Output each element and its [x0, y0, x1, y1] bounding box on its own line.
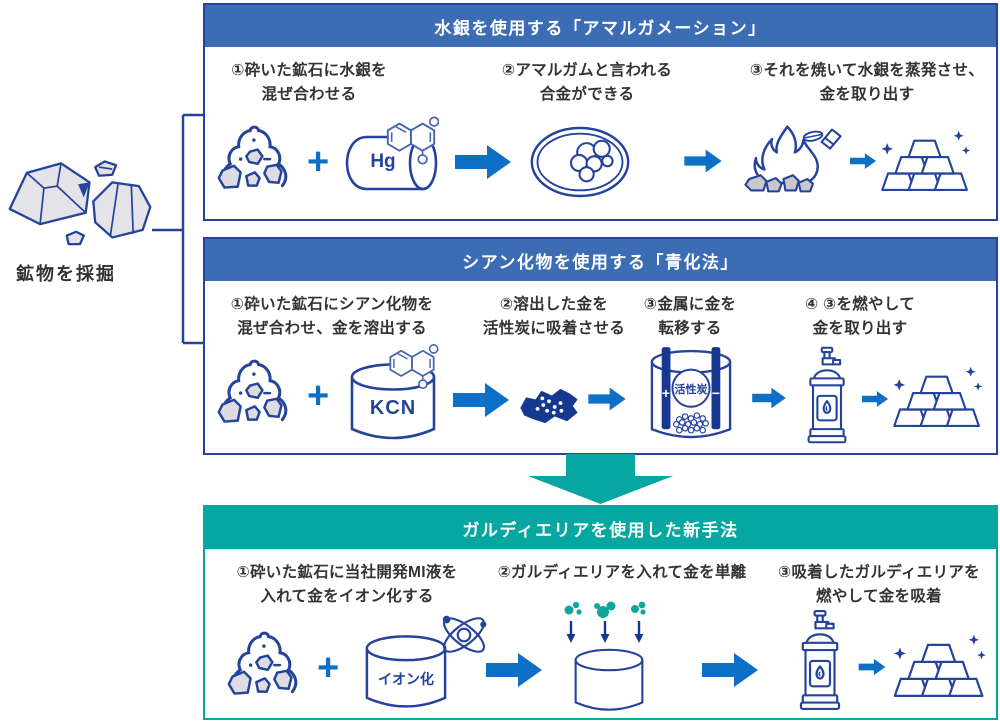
flow-arrow-icon — [849, 151, 877, 171]
step-caption: ①砕いた鉱石に当社開発MI液を入れて金をイオン化する — [236, 564, 458, 606]
flow-arrow-icon — [587, 385, 627, 413]
panel-amalgamation-title: 水銀を使用する「アマルガメーション」 — [205, 5, 996, 47]
chemical-structure-icon — [385, 339, 439, 395]
fire-roasting-icon — [739, 121, 847, 199]
mined-rocks-label: 鉱物を採掘 — [16, 264, 116, 284]
galdieria-cells-icon — [557, 597, 661, 647]
step-caption: ①砕いた鉱石にシアン化物を混ぜ合わせ、金を溶出する — [230, 296, 434, 338]
step-caption: ④ ③を燃やして金を取り出す — [805, 296, 915, 338]
new-method-down-arrow-icon — [528, 454, 673, 504]
panel-cyanidation: シアン化物を使用する「青化法」 ①砕いた鉱石にシアン化物を混ぜ合わせ、金を溶出す… — [203, 237, 998, 455]
gold-adsorbed-carbon-icon — [517, 385, 581, 427]
flow-arrow-icon — [861, 389, 889, 409]
mined-rocks-icon — [4, 148, 156, 268]
gold-bars-icon — [879, 129, 971, 195]
flow-arrow-icon — [857, 657, 887, 677]
panel-amalgamation: 水銀を使用する「アマルガメーション」 ①砕いた鉱石に水銀を混ぜ合わせる ②アマル… — [203, 3, 998, 221]
step-caption: ③吸着したガルディエリアを燃やして金を吸着 — [778, 564, 980, 606]
mercury-label: Hg — [370, 151, 396, 172]
step-caption: ③それを焼いて水銀を蒸発させ、金を取り出す — [749, 62, 985, 104]
activated-carbon-label: 活性炭 — [674, 384, 708, 396]
panel-galdieria: ガルディエリアを使用した新手法 ①砕いた鉱石に当社開発MI液を入れて金をイオン化… — [203, 505, 998, 720]
plus-sign: + — [317, 647, 340, 689]
crushed-ore-icon — [215, 121, 289, 201]
step-caption: ①砕いた鉱石に水銀を混ぜ合わせる — [231, 62, 387, 104]
step-caption: ②ガルディエリアを入れて金を単離 — [497, 564, 747, 581]
flow-arrow-icon — [483, 649, 545, 691]
connector-bracket — [152, 113, 206, 345]
panel-cyanidation-title: シアン化物を使用する「青化法」 — [205, 239, 996, 281]
furnace-icon — [799, 343, 855, 447]
amalgam-icon — [529, 125, 631, 199]
flow-arrow-icon — [751, 385, 787, 411]
flow-arrow-icon — [683, 147, 723, 175]
step-caption: ②アマルガムと言われる合金ができる — [501, 62, 673, 104]
crushed-ore-icon — [225, 627, 299, 707]
flow-arrow-icon — [453, 141, 513, 183]
step-caption: ②溶出した金を活性炭に吸着させる — [482, 296, 626, 338]
tank-icon — [563, 647, 655, 717]
electrode-plus-label: + — [661, 385, 671, 401]
crushed-ore-icon — [215, 355, 289, 435]
kcn-label: KCN — [369, 397, 417, 419]
furnace-icon — [791, 605, 849, 715]
flow-arrow-icon — [451, 379, 511, 421]
panel-galdieria-title: ガルディエリアを使用した新手法 — [205, 507, 996, 549]
gold-bars-icon — [891, 633, 987, 701]
electrode-minus-label: − — [711, 385, 721, 401]
flow-arrow-icon — [699, 649, 761, 691]
plus-sign: + — [307, 375, 330, 417]
step-caption: ③金属に金を転移する — [643, 296, 737, 338]
plus-sign: + — [307, 141, 330, 183]
ionization-label: イオン化 — [378, 671, 434, 687]
gold-bars-icon — [891, 365, 983, 431]
